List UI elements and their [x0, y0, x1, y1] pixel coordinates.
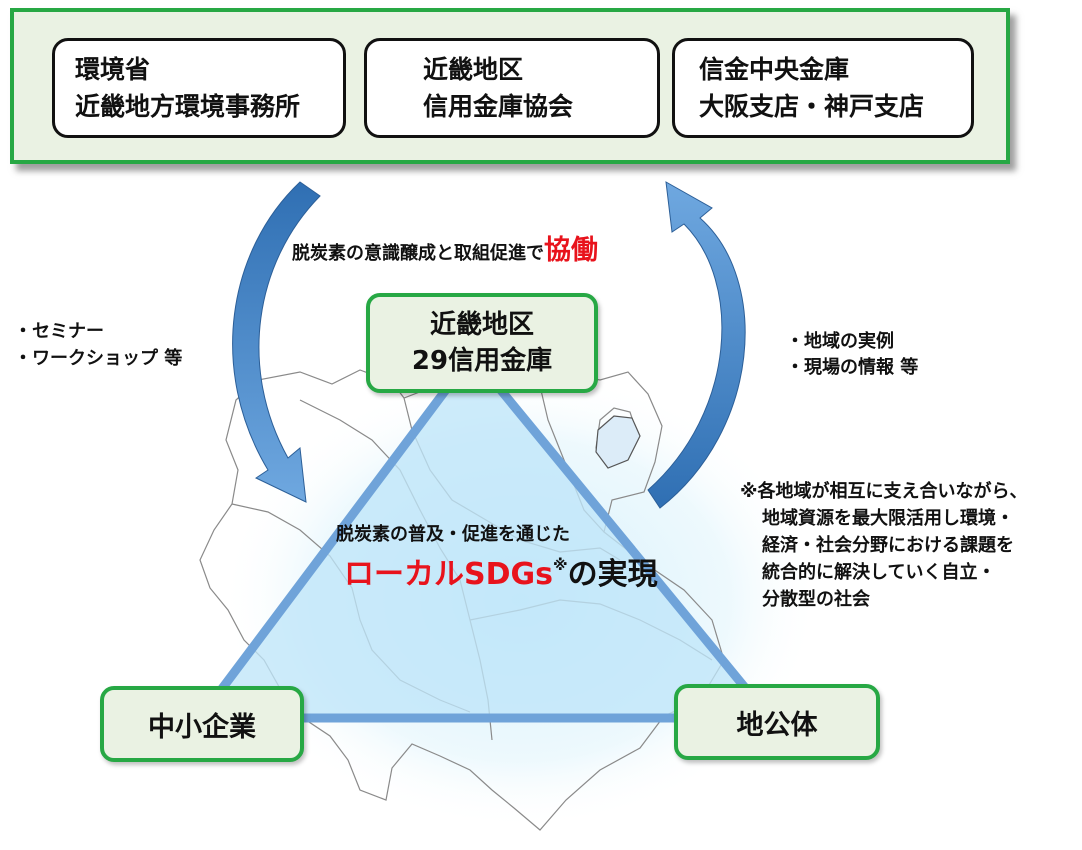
- highlighted-prefecture: [595, 415, 641, 469]
- center-caption: 脱炭素の普及・促進を通じた: [336, 524, 570, 545]
- footnote-line5: 分散型の社会: [762, 589, 870, 610]
- center-title: ローカルSDGs※の実現: [344, 545, 658, 595]
- left-support-item-workshop: ・ワークショップ 等: [14, 348, 183, 369]
- left-support-list: ・セミナー ・ワークショップ 等: [14, 318, 182, 372]
- central-line1: 信金中央金庫: [699, 55, 850, 84]
- footnote: ※各地域が相互に支え合いながら、 地域資源を最大限活用し環境・ 経済・社会分野に…: [740, 478, 1028, 613]
- association-line1: 近畿地区: [423, 55, 524, 84]
- sme-box: 中小企業: [100, 686, 304, 762]
- collaboration-emphasis: 協働: [544, 235, 598, 266]
- sme-label: 中小企業: [148, 711, 256, 743]
- shinkin-association-box: 近畿地区 信用金庫協会: [364, 38, 660, 138]
- shinkin-central-box: 信金中央金庫 大阪支店・神戸支店: [672, 38, 974, 138]
- collaboration-text: 脱炭素の意識醸成と取組促進で: [292, 243, 544, 264]
- moe-kinki-box: 環境省 近畿地方環境事務所: [52, 38, 346, 138]
- moe-line1: 環境省: [75, 55, 151, 84]
- right-support-list: ・地域の実例 ・現場の情報 等: [786, 329, 918, 381]
- partners-panel: 環境省 近畿地方環境事務所 近畿地区 信用金庫協会 信金中央金庫 大阪支店・神戸…: [10, 8, 1010, 164]
- central-line2: 大阪支店・神戸支店: [699, 92, 925, 121]
- footnote-line3: 経済・社会分野における課題を: [762, 535, 1014, 556]
- apex-line2: 29信用金庫: [411, 346, 553, 376]
- realization-text: の実現: [567, 557, 658, 592]
- right-support-item-cases: ・地域の実例: [786, 331, 894, 352]
- apex-line1: 近畿地区: [429, 310, 534, 340]
- shinkin-29-box: 近畿地区 29信用金庫: [366, 293, 598, 393]
- left-arrow: [232, 181, 321, 503]
- moe-line2: 近畿地方環境事務所: [75, 92, 301, 121]
- right-arrow: [647, 181, 746, 509]
- collaboration-label: 脱炭素の意識醸成と取組促進で協働: [292, 236, 598, 269]
- footnote-line2: 地域資源を最大限活用し環境・: [762, 508, 1014, 529]
- local-sdgs-text: ローカルSDGs: [344, 557, 553, 592]
- right-support-item-info: ・現場の情報 等: [786, 357, 919, 378]
- sdgs-triangle: [195, 350, 775, 723]
- local-government-box: 地公体: [674, 684, 880, 760]
- association-line2: 信用金庫協会: [423, 92, 574, 121]
- local-government-label: 地公体: [736, 709, 818, 741]
- left-support-item-seminar: ・セミナー: [14, 321, 104, 342]
- footnote-line4: 統合的に解決していく自立・: [762, 562, 996, 583]
- footnote-line1: ※各地域が相互に支え合いながら、: [740, 481, 1028, 502]
- footnote-mark: ※: [553, 556, 568, 574]
